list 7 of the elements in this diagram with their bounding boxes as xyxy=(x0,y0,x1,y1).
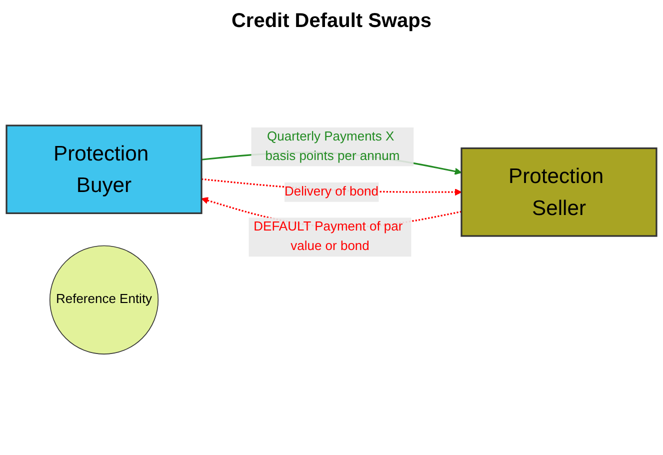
edge-label: Quarterly Payments X basis points per annum xyxy=(265,129,400,163)
edge-label: DEFAULT Payment of par value or bond xyxy=(254,220,403,254)
edge-label: Delivery of bond xyxy=(284,184,378,198)
diagram-title: Credit Default Swaps xyxy=(230,10,433,33)
node-box: Protection Buyer xyxy=(6,124,202,214)
node-box: Protection Seller xyxy=(460,147,658,237)
node-circle: Reference Entity xyxy=(49,245,159,354)
